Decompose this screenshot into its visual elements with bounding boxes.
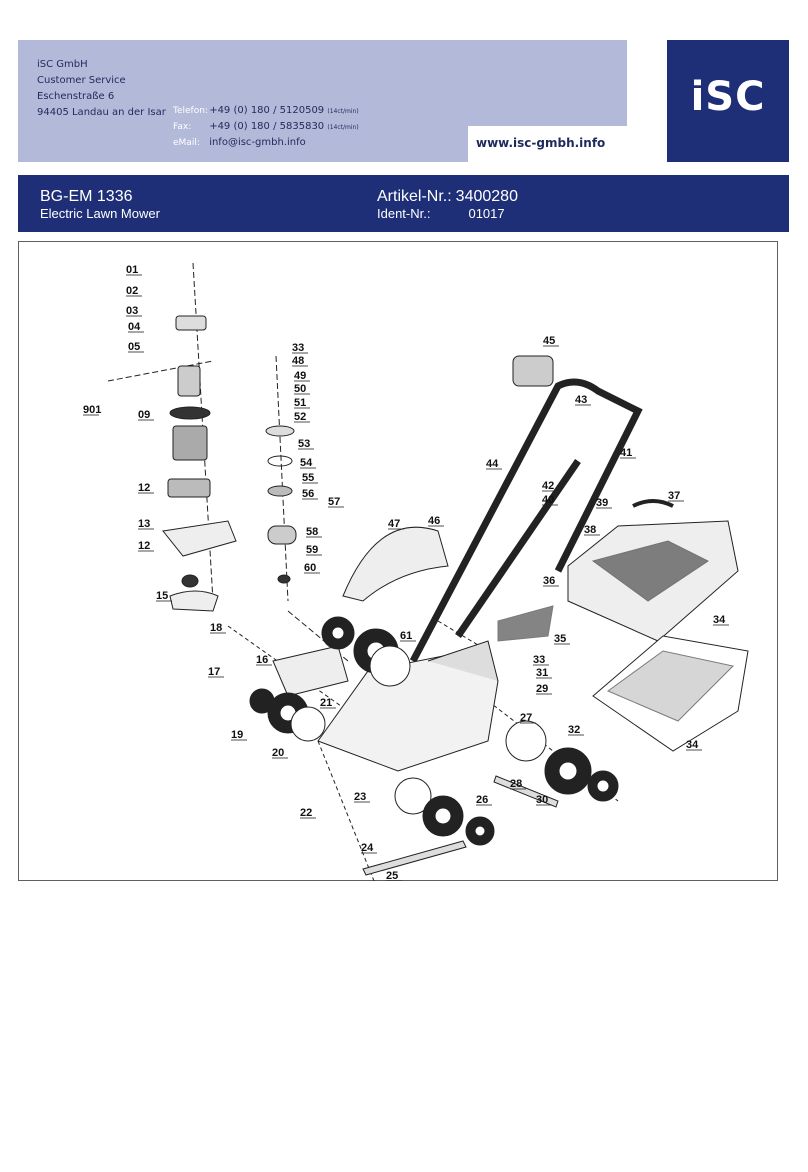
part-label: 40 [542, 494, 554, 506]
part-label: 35 [554, 633, 566, 645]
part-label: 38 [584, 524, 596, 536]
part-label: 54 [300, 457, 313, 469]
product-title-bar: BG-EM 1336 Electric Lawn Mower Artikel-N… [18, 175, 789, 232]
part-label: 47 [388, 518, 400, 530]
fax-note: (14ct/min) [327, 124, 359, 131]
contact-block: Telefon: +49 (0) 180 / 5120509 (14ct/min… [173, 103, 359, 151]
part-label: 33 [292, 342, 304, 354]
ident-number-row: Ident-Nr.: 01017 [377, 206, 505, 221]
isc-logo: iSC [667, 40, 789, 162]
part-label: 49 [294, 370, 306, 382]
part-label: 26 [476, 794, 488, 806]
fax-row: Fax: +49 (0) 180 / 5835830 (14ct/min) [173, 119, 359, 135]
part-label: 59 [306, 544, 318, 556]
website-box [468, 126, 627, 162]
part-label: 01 [126, 264, 138, 276]
website-link[interactable]: www.isc-gmbh.info [476, 136, 606, 150]
part-label: 25 [386, 870, 398, 881]
article-number-row: Artikel-Nr.:3400280 [377, 188, 518, 206]
part-label: 46 [428, 515, 440, 527]
part-label: 32 [568, 724, 580, 736]
part-label: 21 [320, 697, 332, 709]
part-label: 60 [304, 562, 316, 574]
part-label: 12 [138, 482, 150, 494]
company-name: iSC GmbH [37, 59, 88, 70]
part-label: 45 [543, 335, 555, 347]
diagram-frame [18, 241, 778, 881]
part-label: 29 [536, 683, 548, 695]
phone-note: (14ct/min) [327, 108, 359, 115]
email-label: eMail: [173, 138, 200, 148]
article-label: Artikel-Nr.: [377, 188, 452, 205]
part-label: 43 [575, 394, 587, 406]
company-city: 94405 Landau an der Isar [37, 107, 166, 118]
email-value[interactable]: info@isc-gmbh.info [209, 137, 306, 148]
part-label: 04 [128, 321, 141, 333]
part-label: 51 [294, 397, 306, 409]
company-address: iSC GmbH Customer Service Eschenstraße 6… [37, 57, 166, 121]
part-label: 27 [520, 712, 532, 724]
email-row: eMail: info@isc-gmbh.info [173, 135, 359, 151]
part-label: 05 [128, 341, 140, 353]
phone-value: +49 (0) 180 / 5120509 [209, 105, 325, 116]
part-label: 48 [292, 355, 304, 367]
part-label: 13 [138, 518, 150, 530]
part-label: 53 [298, 438, 310, 450]
logo-text: iSC [690, 74, 766, 120]
part-label: 23 [354, 791, 366, 803]
part-label: 03 [126, 305, 138, 317]
phone-row: Telefon: +49 (0) 180 / 5120509 (14ct/min… [173, 103, 359, 119]
part-label: 44 [486, 458, 499, 470]
product-name: Electric Lawn Mower [40, 206, 160, 221]
part-label: 34 [686, 739, 699, 751]
part-label: 24 [361, 842, 374, 854]
part-label: 50 [294, 383, 306, 395]
part-label: 34 [713, 614, 726, 626]
part-label: 02 [126, 285, 138, 297]
part-label: 55 [302, 472, 314, 484]
part-label: 22 [300, 807, 312, 819]
part-label: 57 [328, 496, 340, 508]
part-label: 17 [208, 666, 220, 678]
part-label: 16 [256, 654, 268, 666]
part-label: 42 [542, 480, 554, 492]
phone-label: Telefon: [173, 106, 208, 116]
part-label: 20 [272, 747, 284, 759]
article-number: 3400280 [455, 188, 518, 205]
part-label: 09 [138, 409, 150, 421]
part-label: 41 [620, 447, 632, 459]
part-label: 37 [668, 490, 680, 502]
company-department: Customer Service [37, 75, 126, 86]
part-label: 28 [510, 778, 522, 790]
company-street: Eschenstraße 6 [37, 91, 115, 102]
ident-number: 01017 [468, 206, 505, 221]
fax-label: Fax: [173, 122, 192, 132]
part-label: 15 [156, 590, 168, 602]
part-label: 30 [536, 794, 548, 806]
part-label: 19 [231, 729, 243, 741]
product-model: BG-EM 1336 [40, 188, 133, 205]
part-label: 33 [533, 654, 545, 666]
part-label: 12 [138, 540, 150, 552]
fax-value: +49 (0) 180 / 5835830 [209, 121, 325, 132]
part-label: 31 [536, 667, 548, 679]
part-label: 58 [306, 526, 318, 538]
part-label: 39 [596, 497, 608, 509]
part-label: 901 [83, 404, 101, 416]
part-label: 18 [210, 622, 222, 634]
part-label: 36 [543, 575, 555, 587]
part-label: 61 [400, 630, 412, 642]
part-label: 56 [302, 488, 314, 500]
ident-label: Ident-Nr.: [377, 206, 431, 221]
part-label: 52 [294, 411, 306, 423]
